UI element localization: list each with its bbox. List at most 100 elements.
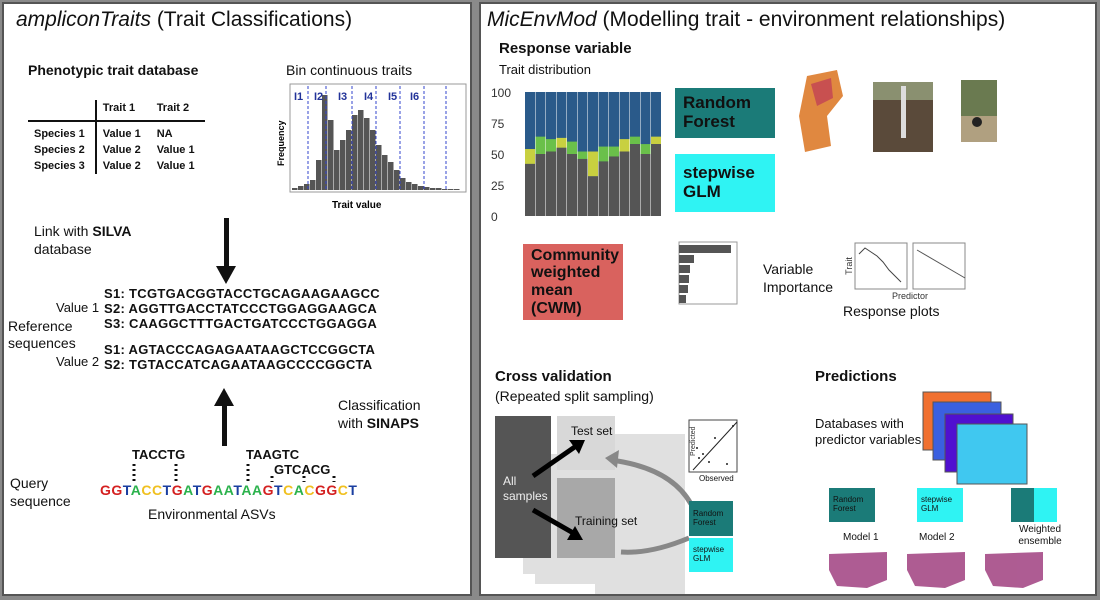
hist-bar: [316, 160, 322, 190]
stepwise-glm-model-box: stepwise GLM: [917, 488, 963, 522]
hist-bar: [304, 184, 310, 190]
stack-grey: [525, 163, 535, 216]
importance-bar: [679, 255, 694, 263]
hist-bar: [346, 130, 352, 190]
stack-green: [651, 136, 661, 145]
hist-bar: [454, 189, 460, 190]
table-cell: Value 2: [94, 142, 151, 158]
importance-bar: [679, 295, 686, 303]
stack-green: [525, 149, 535, 164]
nucleotide: A: [130, 482, 142, 498]
nucleotide: C: [304, 482, 315, 498]
stack-grey: [577, 158, 588, 216]
hist-bar: [292, 188, 298, 190]
hist-bar: [334, 150, 340, 190]
table-cell: NA: [156, 128, 173, 140]
nucleotide: T: [122, 482, 131, 498]
env-asvs-label: Environmental ASVs: [148, 506, 276, 522]
nucleotide: T: [274, 482, 284, 498]
kmer-dotted-brackets: [132, 464, 336, 482]
hist-bar: [448, 189, 454, 190]
hist-bar: [298, 186, 304, 190]
nucleotide: T: [192, 482, 202, 498]
hist-bar: [418, 186, 424, 190]
importance-bar: [679, 275, 689, 283]
nucleotide: A: [293, 482, 305, 498]
bin-label: I4: [364, 91, 374, 103]
split-sampling-diagram: [495, 416, 685, 594]
stack-grey: [619, 151, 630, 216]
hist-bar: [370, 130, 376, 190]
hist-bar: [340, 140, 346, 190]
variable-importance-chart: [678, 241, 738, 305]
table-cell: Value 1: [94, 121, 151, 142]
nucleotide: G: [100, 482, 112, 498]
nucleotide: A: [223, 482, 234, 498]
nucleotide: G: [262, 482, 275, 498]
nucleotide: G: [171, 482, 184, 498]
stack-grey: [651, 144, 661, 216]
table-cell: Value 1: [156, 160, 195, 172]
stack-green: [640, 144, 651, 154]
ref-seqs-value2: S1: AGTACCCAGAGAATAAGCTCCGGCTA S2: TGTAC…: [104, 342, 375, 372]
kmer: TAAGTC: [246, 447, 300, 462]
scatter-x-label: Observed: [699, 474, 734, 483]
stack-green: [588, 151, 598, 177]
stack-grey: [630, 144, 640, 216]
table-cell: Value 1: [156, 144, 195, 156]
up-arrow-icon: [214, 388, 234, 446]
variable-importance-label: Variable Importance: [763, 261, 834, 295]
reference-sequences-label: Reference sequences: [8, 318, 76, 351]
stack-grey: [609, 156, 619, 216]
query-sequence: GGTACCTGATGAATAAGTCACGGCT: [100, 482, 357, 498]
prediction-maps: [829, 552, 1043, 588]
importance-bar: [679, 285, 688, 293]
nucleotide: G: [111, 482, 123, 498]
y-tick-label: 0: [491, 210, 498, 224]
table-cell: Species 3: [34, 160, 85, 172]
observed-vs-predicted-plot: Predicted: [688, 419, 738, 473]
hist-xlabel: Trait value: [332, 200, 382, 211]
y-tick-label: 75: [491, 117, 505, 131]
scatter-y-label: Predicted: [690, 426, 697, 456]
down-arrow-icon: [216, 218, 236, 284]
hist-bar: [322, 95, 328, 190]
kmer: GTCACG: [274, 462, 331, 477]
databases-label: Databases with predictor variables: [815, 416, 922, 447]
random-forest-model-box: Random Forest: [829, 488, 875, 522]
stack-green: [598, 146, 609, 162]
curved-arrows: [605, 450, 694, 555]
nucleotide: G: [201, 482, 214, 498]
bin-label: I5: [388, 91, 397, 103]
importance-bar: [679, 245, 731, 253]
stack-grey: [567, 154, 577, 216]
stack-green: [609, 146, 619, 157]
hist-bar: [352, 115, 358, 190]
kmer: TACCTG: [132, 447, 186, 462]
hist-bar: [430, 188, 436, 190]
nucleotide: T: [348, 482, 358, 498]
nucleotide: A: [183, 482, 193, 498]
environment-photos: [799, 70, 997, 152]
hist-bar: [424, 187, 430, 190]
ensemble-label: Weighted ensemble: [1018, 524, 1062, 547]
stack-green: [535, 136, 546, 154]
random-forest-box: Random Forest: [675, 88, 775, 138]
stack-green: [556, 137, 567, 148]
nucleotide: C: [152, 482, 163, 498]
stack-grey: [535, 154, 546, 216]
nucleotide: A: [252, 482, 263, 498]
stepwise-glm-small-box: stepwise GLM: [689, 538, 733, 572]
cwm-box: Community weighted mean (CWM): [523, 244, 623, 320]
nucleotide: C: [141, 482, 153, 498]
query-sequence-label: Query sequence: [10, 475, 71, 509]
bin-label: I1: [294, 91, 303, 103]
nucleotide: C: [283, 482, 294, 498]
